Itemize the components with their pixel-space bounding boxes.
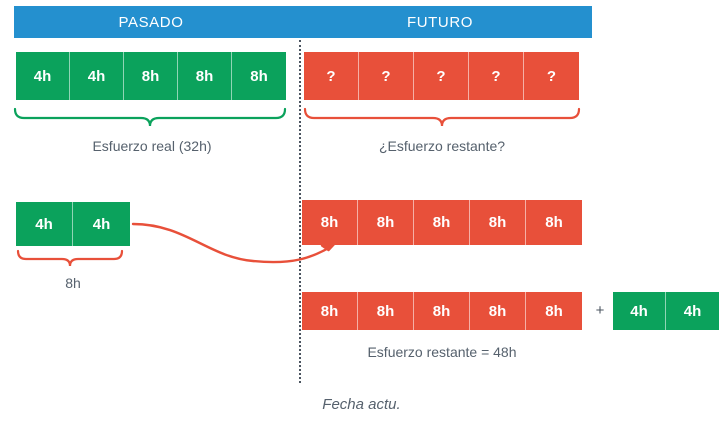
block-remaining-b-5: 8h	[526, 292, 582, 330]
block-past-1: 4h	[16, 52, 70, 100]
block-past-4: 8h	[178, 52, 232, 100]
row-moved-green: 4h 4h	[16, 202, 130, 246]
block-remaining-a-3: 8h	[414, 200, 470, 245]
block-moved-1: 4h	[16, 202, 73, 246]
block-moved-2: 4h	[73, 202, 130, 246]
header-segment-past: PASADO	[118, 13, 184, 31]
block-remaining-b-1: 8h	[302, 292, 358, 330]
block-remaining-b-4: 8h	[470, 292, 526, 330]
block-future-5: ?	[524, 52, 579, 100]
block-past-3: 8h	[124, 52, 178, 100]
row-added-green: 4h 4h	[613, 292, 719, 330]
brace-moved-pair	[16, 249, 124, 267]
block-future-2: ?	[359, 52, 414, 100]
current-date-label: Fecha actu.	[322, 396, 401, 413]
plus-operator: +	[595, 302, 605, 319]
caption-remaining-total: Esfuerzo restante = 48h	[367, 344, 517, 360]
row-remaining-top: 8h 8h 8h 8h 8h	[302, 200, 582, 245]
block-past-2: 4h	[70, 52, 124, 100]
block-past-5: 8h	[232, 52, 286, 100]
block-remaining-a-4: 8h	[470, 200, 526, 245]
block-future-4: ?	[469, 52, 524, 100]
block-future-1: ?	[304, 52, 359, 100]
block-future-3: ?	[414, 52, 469, 100]
brace-past-effort	[13, 107, 287, 127]
block-remaining-a-1: 8h	[302, 200, 358, 245]
caption-remaining-effort: ¿Esfuerzo restante?	[378, 138, 506, 154]
block-added-1: 4h	[613, 292, 666, 330]
block-remaining-b-3: 8h	[414, 292, 470, 330]
row-remaining-bottom: 8h 8h 8h 8h 8h	[302, 292, 582, 330]
header-segment-future: FUTURO	[406, 13, 474, 31]
timeline-header-band: PASADO FUTURO	[14, 6, 592, 38]
block-remaining-a-2: 8h	[358, 200, 414, 245]
block-remaining-b-2: 8h	[358, 292, 414, 330]
caption-moved-total: 8h	[65, 275, 81, 291]
brace-future-effort	[303, 107, 581, 127]
block-added-2: 4h	[666, 292, 719, 330]
caption-real-effort: Esfuerzo real (32h)	[92, 138, 212, 154]
block-remaining-a-5: 8h	[526, 200, 582, 245]
row-future-unknown: ? ? ? ? ?	[304, 52, 579, 100]
current-date-divider	[299, 40, 301, 383]
row-past-effort: 4h 4h 8h 8h 8h	[16, 52, 286, 100]
